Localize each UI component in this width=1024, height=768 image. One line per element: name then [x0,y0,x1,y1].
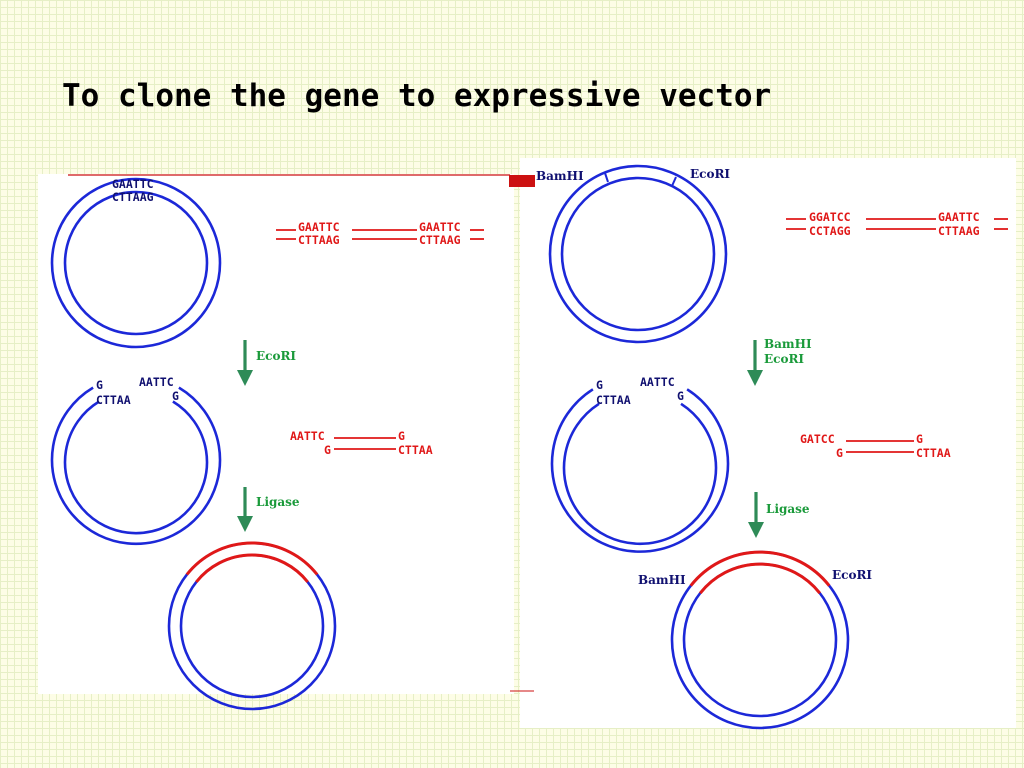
left-enzyme-label: EcoRI [256,349,296,363]
right-enzyme-label-2: EcoRI [764,352,804,366]
right-fragment-top-2: GAATTC [938,210,980,224]
left-fragment-bottom-1: CTTAAG [298,233,340,247]
right-cut-fragment [846,440,914,453]
left-plasmid-site-bottom: CTTAAG [112,190,154,204]
right-fragment-bottom-1: CCTAGG [809,224,851,238]
right-fragment-bottom-2: CTTAAG [938,224,980,238]
slide-marker [509,175,535,187]
right-result-site-2: EcoRI [832,568,872,582]
left-cut-fragment-top-right: G [398,429,405,443]
right-panel [520,158,1016,728]
left-cut-left-top: G [96,378,103,392]
left-recombinant-plasmid [167,541,337,711]
right-result-site-1: BamHI [638,573,686,587]
left-cut-fragment-bottom-right: CTTAA [398,443,433,457]
left-ligase-label: Ligase [256,495,300,509]
left-cut-fragment-top-left: AATTC [290,429,325,443]
left-plasmid-site-top: GAATTC [112,177,154,191]
left-insert-fragment [276,229,484,240]
right-plasmid [548,164,728,344]
right-cut-fragment-bottom-right: CTTAA [916,446,951,460]
right-plasmid-site-2: EcoRI [690,167,730,181]
right-insert-fragment [786,218,1008,230]
left-fragment-top-1: GAATTC [298,220,340,234]
right-cut-left-bottom: CTTAA [596,393,631,407]
right-cut-right-top: AATTC [640,375,675,389]
left-cut-fragment [334,437,396,450]
left-cut-left-bottom: CTTAA [96,393,131,407]
right-ligase-label: Ligase [766,502,810,516]
left-cut-plasmid [50,386,222,546]
left-fragment-top-2: GAATTC [419,220,461,234]
right-cut-fragment-top-left: GATCC [800,432,835,446]
right-enzyme-label-1: BamHI [764,337,812,351]
right-cut-fragment-top-right: G [916,432,923,446]
slide-title: To clone the gene to expressive vector [62,78,772,114]
left-fragment-bottom-2: CTTAAG [419,233,461,247]
right-cut-left-top: G [596,378,603,392]
left-cut-fragment-bottom-left: G [324,443,331,457]
left-cut-right-bottom: G [172,389,179,403]
right-fragment-top-1: GGATCC [809,210,851,224]
left-cut-right-top: AATTC [139,375,174,389]
right-cut-fragment-bottom-left: G [836,446,843,460]
left-plasmid [50,177,222,349]
right-recombinant-plasmid [670,550,850,730]
left-panel [38,174,514,694]
right-plasmid-site-1: BamHI [536,169,584,183]
right-cut-plasmid [550,388,730,553]
right-cut-right-bottom: G [677,389,684,403]
